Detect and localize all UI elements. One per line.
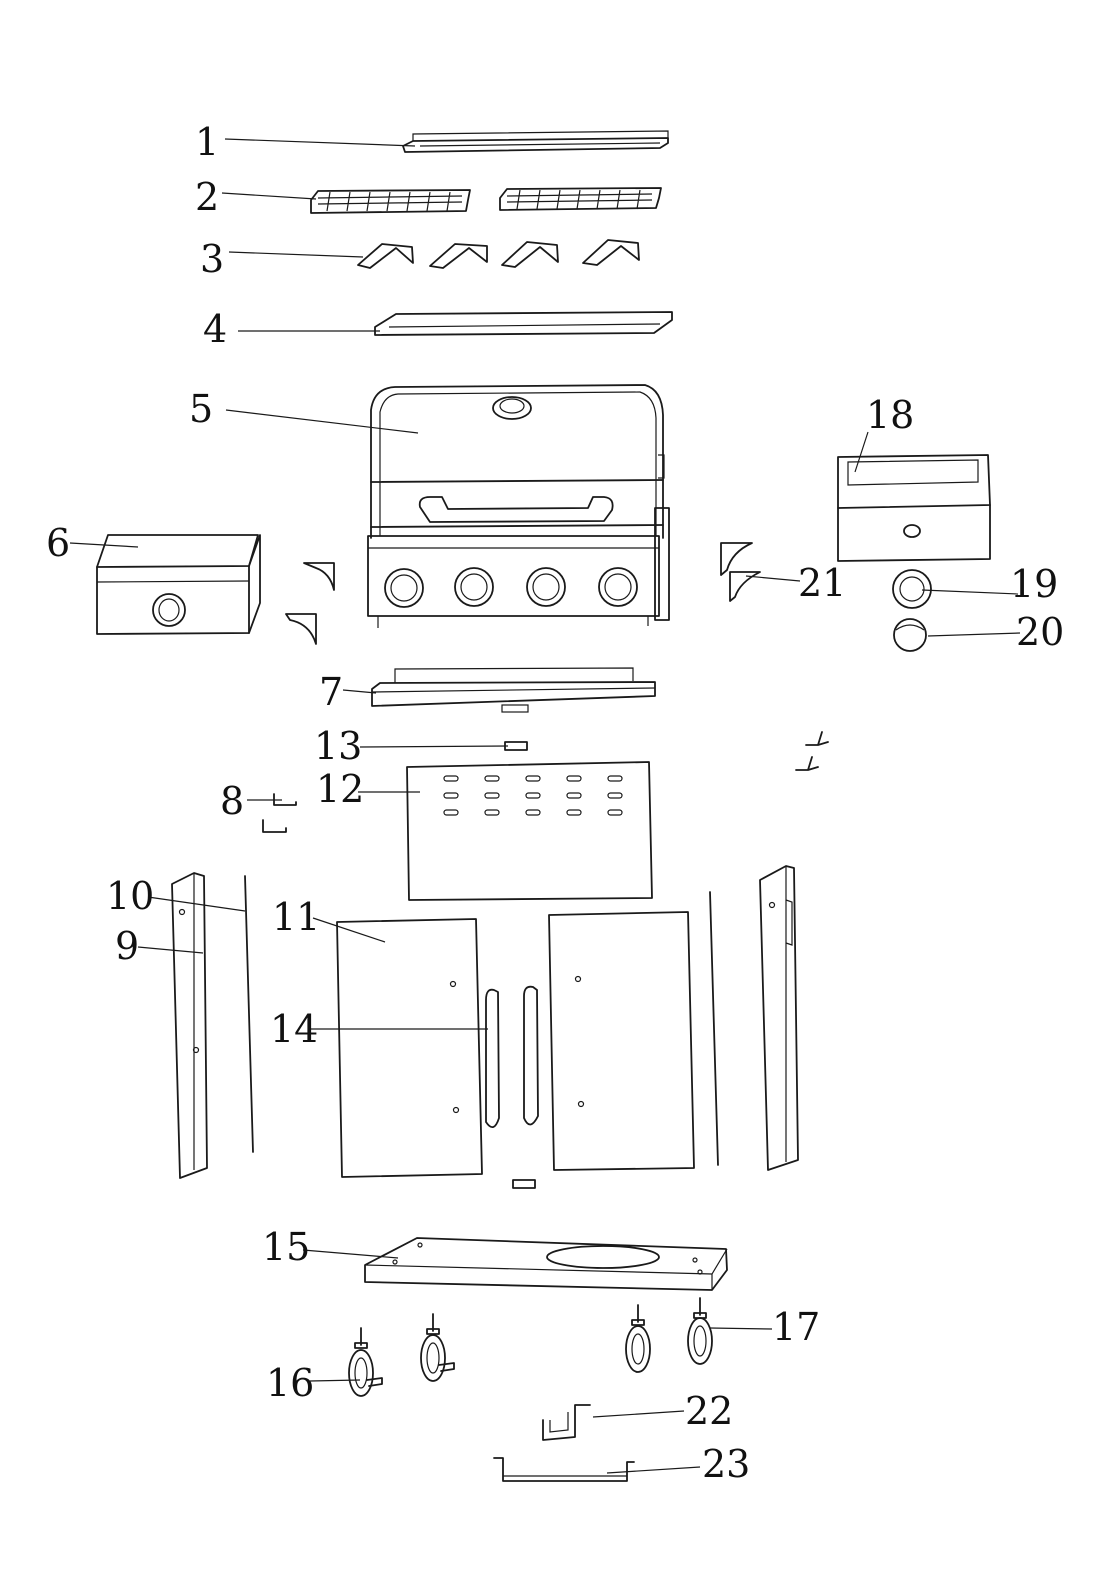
label-part-17: 17 xyxy=(772,1305,820,1349)
label-part-22: 22 xyxy=(685,1389,733,1433)
label-part-23: 23 xyxy=(702,1442,750,1486)
left-shelf-brackets xyxy=(286,563,334,644)
label-part-19: 19 xyxy=(1010,562,1058,606)
part-7-heat-tray xyxy=(372,668,655,712)
part-19-knob-bezel xyxy=(893,570,931,608)
part-1-warming-rack xyxy=(403,131,668,152)
label-part-18: 18 xyxy=(866,393,914,437)
label-part-2: 2 xyxy=(195,175,219,219)
part-6-left-side-shelf xyxy=(97,535,260,634)
part-17-casters xyxy=(626,1298,712,1372)
right-small-brackets xyxy=(796,732,828,770)
label-part-10: 10 xyxy=(106,874,154,918)
label-part-13: 13 xyxy=(314,724,362,768)
part-11-doors xyxy=(337,912,694,1177)
part-21-side-brackets xyxy=(721,543,760,601)
part-10-support-rod xyxy=(245,876,253,1152)
label-part-20: 20 xyxy=(1016,610,1064,654)
label-part-6: 6 xyxy=(46,521,70,565)
label-part-15: 15 xyxy=(262,1225,310,1269)
part-23-bracket xyxy=(494,1458,634,1481)
right-side-panel xyxy=(760,866,798,1170)
label-part-12: 12 xyxy=(316,767,364,811)
label-part-21: 21 xyxy=(798,561,846,605)
part-20-control-knob xyxy=(894,619,926,651)
part-12-back-panel xyxy=(407,762,652,900)
part-14-door-handles xyxy=(486,987,538,1127)
label-part-7: 7 xyxy=(319,670,343,714)
label-part-16: 16 xyxy=(266,1361,314,1405)
part-9-left-side-panel xyxy=(172,873,207,1178)
part-15-bottom-shelf xyxy=(365,1238,727,1290)
part-3-flame-tamers xyxy=(358,240,639,268)
part-4-grease-tray xyxy=(375,312,672,335)
label-part-3: 3 xyxy=(200,237,224,281)
label-part-5: 5 xyxy=(189,387,213,431)
part-18-side-burner xyxy=(838,455,990,561)
label-part-4: 4 xyxy=(203,307,227,351)
support-rod-right xyxy=(710,892,718,1165)
label-part-14: 14 xyxy=(270,1007,318,1051)
part-5-grill-body xyxy=(368,385,669,628)
part-16-locking-casters xyxy=(349,1314,454,1396)
label-part-8: 8 xyxy=(220,779,244,823)
label-part-11: 11 xyxy=(272,895,320,939)
part-13-clip xyxy=(505,742,527,750)
part-2-cooking-grates xyxy=(311,188,661,213)
label-part-1: 1 xyxy=(195,120,219,164)
part-22-bracket xyxy=(543,1405,590,1440)
label-part-9: 9 xyxy=(115,924,139,968)
door-bottom-clip xyxy=(513,1180,535,1188)
